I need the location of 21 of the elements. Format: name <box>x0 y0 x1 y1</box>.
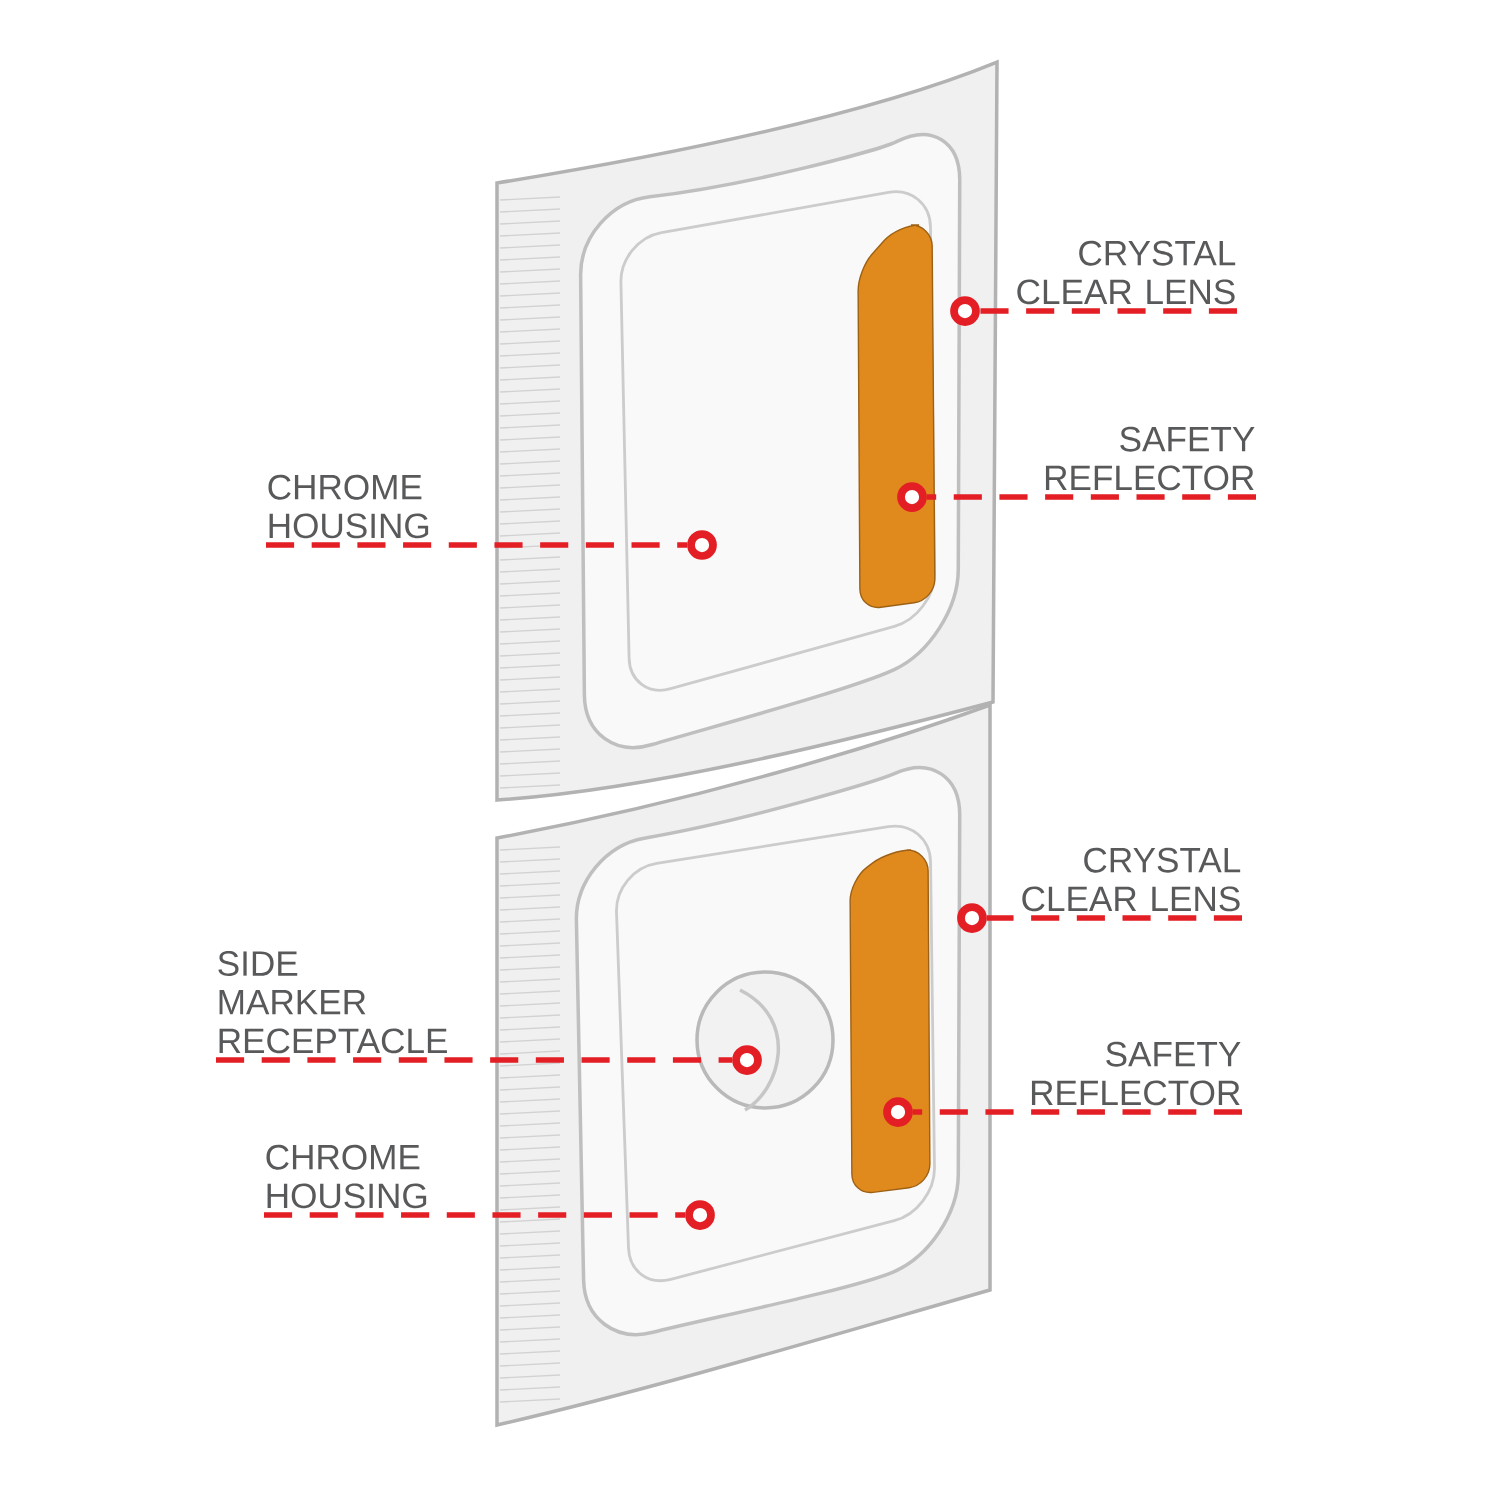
callout-label: SAFETY REFLECTOR <box>1031 1041 1241 1106</box>
target-dot <box>957 903 987 933</box>
callout-label: CRYSTAL CLEAR LENS <box>1017 240 1236 305</box>
leader-line <box>266 542 688 548</box>
callout-label: CHROME HOUSING <box>266 1144 427 1209</box>
target-dot <box>685 1200 715 1230</box>
leader-line <box>926 494 1256 500</box>
target-dot <box>883 1097 913 1127</box>
target-dot <box>950 296 980 326</box>
leader-line <box>912 1109 1242 1115</box>
callout-label: CRYSTAL CLEAR LENS <box>1022 847 1241 912</box>
callout-label: CHROME HOUSING <box>268 474 429 539</box>
callout-label: SAFETY REFLECTOR <box>1045 426 1255 491</box>
callout-label: SIDE MARKER RECEPTACLE <box>218 951 447 1054</box>
target-dot <box>687 530 717 560</box>
leader-line <box>986 915 1242 921</box>
target-dot <box>732 1045 762 1075</box>
leader-line <box>216 1057 733 1063</box>
leader-line <box>264 1212 686 1218</box>
leader-line <box>979 308 1237 314</box>
target-dot <box>897 482 927 512</box>
